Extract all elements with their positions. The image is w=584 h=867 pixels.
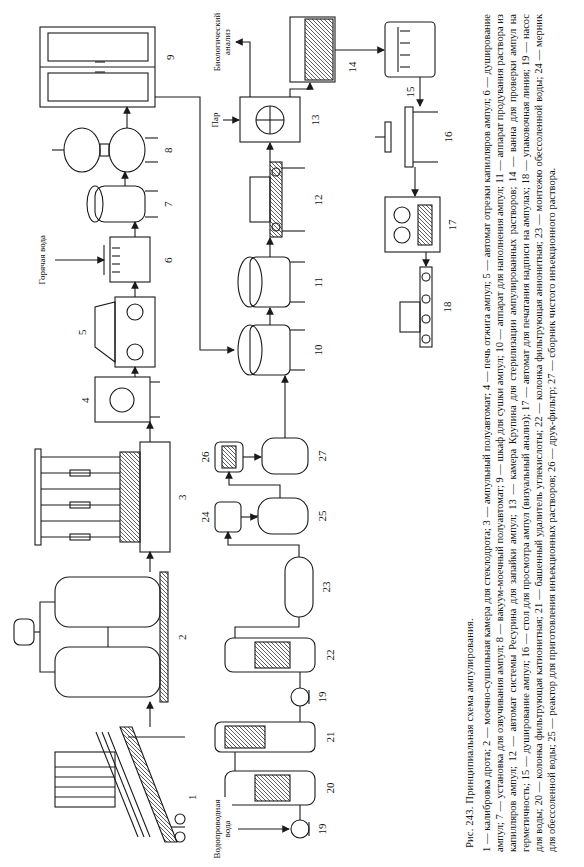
flow-label: Биологический анализ bbox=[212, 6, 232, 78]
callout-number: 26 bbox=[199, 451, 211, 464]
flow-label: Пар bbox=[210, 112, 220, 129]
callout-number: 15 bbox=[404, 86, 416, 99]
callout-number: 24 bbox=[199, 511, 211, 524]
callout-number: 12 bbox=[312, 194, 324, 207]
callout-number: 3 bbox=[176, 494, 188, 502]
callout-number: 27 bbox=[316, 450, 328, 463]
calibration-rack bbox=[55, 702, 185, 842]
ampoule-transfer-line bbox=[155, 97, 234, 350]
figure-title: Рис. 243. Принципиальная схема ампулиров… bbox=[464, 618, 476, 848]
callout-number: 23 bbox=[320, 581, 332, 594]
callout-number: 11 bbox=[312, 276, 324, 289]
callout-number: 6 bbox=[162, 257, 174, 265]
shower-unit bbox=[385, 22, 435, 106]
callout-number: 20 bbox=[324, 782, 336, 795]
sterilization-chamber bbox=[223, 42, 310, 142]
callout-number: 17 bbox=[446, 219, 458, 232]
callout-number: 19 bbox=[316, 823, 328, 836]
callout-number: 16 bbox=[442, 131, 454, 144]
inspection-table bbox=[375, 107, 438, 196]
callout-number: 9 bbox=[164, 54, 176, 62]
printing-automat bbox=[385, 197, 440, 266]
callout-number: 19 bbox=[316, 691, 328, 704]
sonic-unit bbox=[87, 172, 158, 222]
callout-number: 13 bbox=[309, 114, 321, 127]
water-treatment bbox=[215, 376, 315, 838]
ampoule-machine bbox=[35, 422, 170, 552]
leak-test-bath bbox=[290, 17, 384, 82]
shower-unit bbox=[55, 222, 150, 282]
callout-number: 2 bbox=[176, 634, 188, 642]
filling-apparatus bbox=[238, 238, 305, 375]
callout-number: 4 bbox=[79, 397, 91, 405]
cutting-automat bbox=[95, 282, 155, 367]
drying-cabinet bbox=[40, 27, 155, 107]
annealing-furnace bbox=[95, 367, 160, 422]
callout-number: 21 bbox=[324, 731, 336, 744]
sealing-automat bbox=[250, 143, 305, 237]
callout-number: 5 bbox=[76, 329, 88, 337]
flow-label: Горячая вода bbox=[37, 234, 47, 285]
callout-number: 8 bbox=[162, 147, 174, 155]
callout-number: 7 bbox=[162, 201, 174, 209]
washing-chamber bbox=[14, 552, 168, 702]
callout-number: 22 bbox=[324, 649, 336, 662]
vacuum-washer bbox=[52, 107, 158, 172]
callout-number: 1 bbox=[186, 794, 198, 802]
callout-number: 25 bbox=[316, 510, 328, 523]
packing-line bbox=[400, 267, 432, 347]
callout-number: 14 bbox=[346, 61, 358, 74]
callout-number: 10 bbox=[312, 344, 324, 357]
figure-caption: 1 — калибровка дрота; 2 — моечно-сушильн… bbox=[480, 14, 558, 852]
callout-number: 18 bbox=[441, 301, 453, 314]
flow-label: Водопроводная вода bbox=[212, 797, 232, 861]
